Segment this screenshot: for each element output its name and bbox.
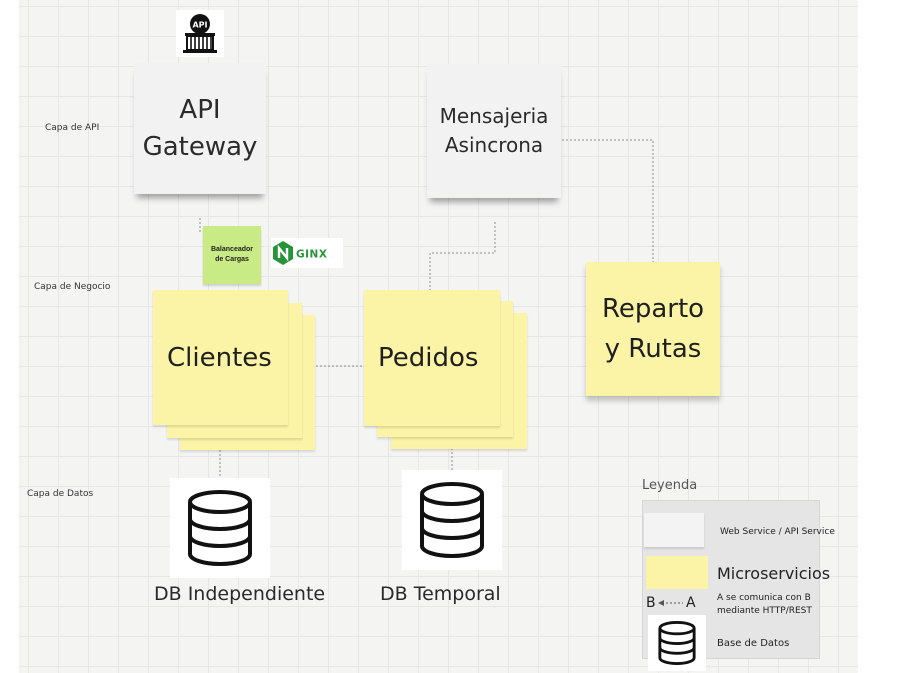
legend-title: Leyenda — [642, 478, 698, 493]
db-temporal-tile[interactable] — [402, 470, 502, 570]
svg-text:API: API — [192, 21, 207, 30]
load-balancer-note[interactable]: Balanceador de Cargas — [203, 226, 261, 284]
clientes-microservice[interactable]: Clientes — [153, 290, 288, 425]
layer-label-business: Capa de Negocio — [34, 282, 111, 292]
messaging-box[interactable]: Mensajeria Asincrona — [427, 64, 561, 198]
reparto-microservice[interactable]: Reparto y Rutas — [586, 262, 720, 396]
legend-comm-description: A se comunica con B mediante HTTP/REST — [717, 593, 812, 616]
database-icon — [420, 482, 484, 558]
db-independent-label: DB Independiente — [154, 583, 326, 605]
messaging-label: Mensajeria Asincrona — [439, 104, 549, 157]
reparto-label: Reparto y Rutas — [601, 294, 705, 364]
legend-arrow-icon — [658, 600, 683, 606]
legend-web-service-label: Web Service / API Service — [720, 527, 835, 537]
legend-database-label: Base de Datos — [717, 638, 790, 649]
clientes-label: Clientes — [167, 342, 272, 373]
db-independent-tile[interactable] — [170, 478, 270, 578]
messaging-to-reparto-connector — [538, 139, 654, 262]
legend-microservices-label: Microservicios — [717, 564, 831, 583]
legend-microservice-swatch — [646, 556, 708, 589]
legend-comm-b: B — [646, 595, 656, 611]
svg-text:GINX: GINX — [296, 249, 327, 261]
messaging-to-pedidos-connector — [429, 222, 496, 290]
nginx-logo: GINX — [271, 238, 343, 268]
database-icon — [188, 490, 252, 566]
database-icon — [658, 621, 696, 665]
pedidos-label: Pedidos — [378, 343, 479, 373]
legend-comm-a: A — [686, 595, 696, 611]
layer-label-api: Capa de API — [45, 123, 100, 133]
api-gateway-icon: API — [176, 10, 224, 57]
legend-database-swatch — [648, 615, 706, 671]
api-gateway-label: API Gateway — [142, 94, 258, 162]
legend-web-service-swatch — [644, 513, 704, 547]
api-gateway-box[interactable]: API Gateway — [134, 63, 266, 194]
load-balancer-label: Balanceador de Cargas — [210, 246, 254, 263]
layer-label-data: Capa de Datos — [27, 489, 94, 499]
db-temporal-label: DB Temporal — [380, 583, 501, 605]
pedidos-microservice[interactable]: Pedidos — [364, 290, 500, 426]
